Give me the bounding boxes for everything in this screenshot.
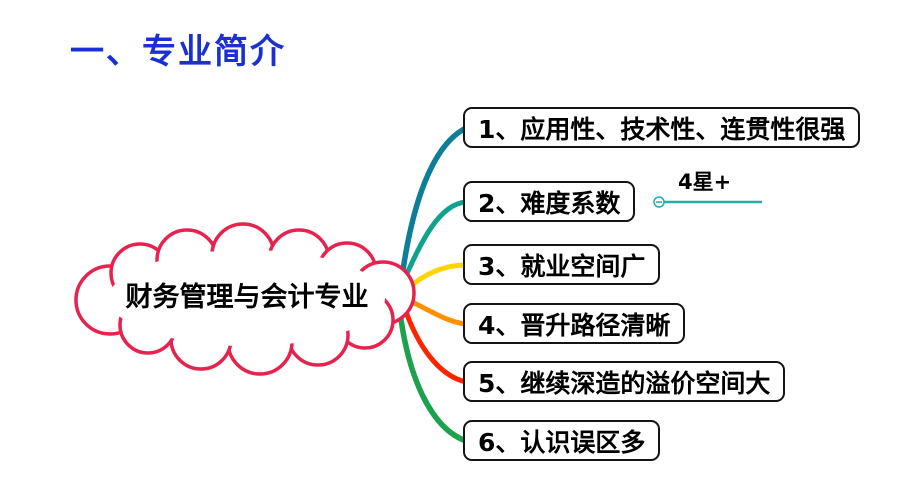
branch-node-5-label: 5、继续深造的溢价空间大 [478,368,771,398]
root-node-label: 财务管理与会计专业 [125,282,369,313]
branch-curve-1 [400,125,469,273]
branch-curve-4 [403,296,469,327]
branch-node-4-label: 4、晋升路径清晰 [478,310,671,340]
branch-curve-5 [401,303,469,385]
cloud-core [109,250,385,346]
subbranch-label: 4星+ [678,170,732,194]
cloud-shape [74,222,416,376]
slide-title: 一、专业简介 [70,32,286,72]
branch-curve-6 [397,309,469,444]
branch-node-3-label: 3、就业空间广 [478,251,646,281]
branch-node-2-label: 2、难度系数 [478,188,621,218]
branch-node-4: 4、晋升路径清晰 [463,303,686,344]
branch-node-6-label: 6、认识误区多 [478,427,646,457]
branch-node-1: 1、应用性、技术性、连贯性很强 [463,107,861,148]
branch-node-2: 2、难度系数 [463,181,636,222]
branch-node-6: 6、认识误区多 [463,420,661,461]
subbranch [653,196,762,208]
branch-node-3: 3、就业空间广 [463,244,661,285]
branch-curve-2 [401,199,469,283]
branch-node-1-label: 1、应用性、技术性、连贯性很强 [478,114,846,144]
branch-node-5: 5、继续深造的溢价空间大 [463,361,786,402]
